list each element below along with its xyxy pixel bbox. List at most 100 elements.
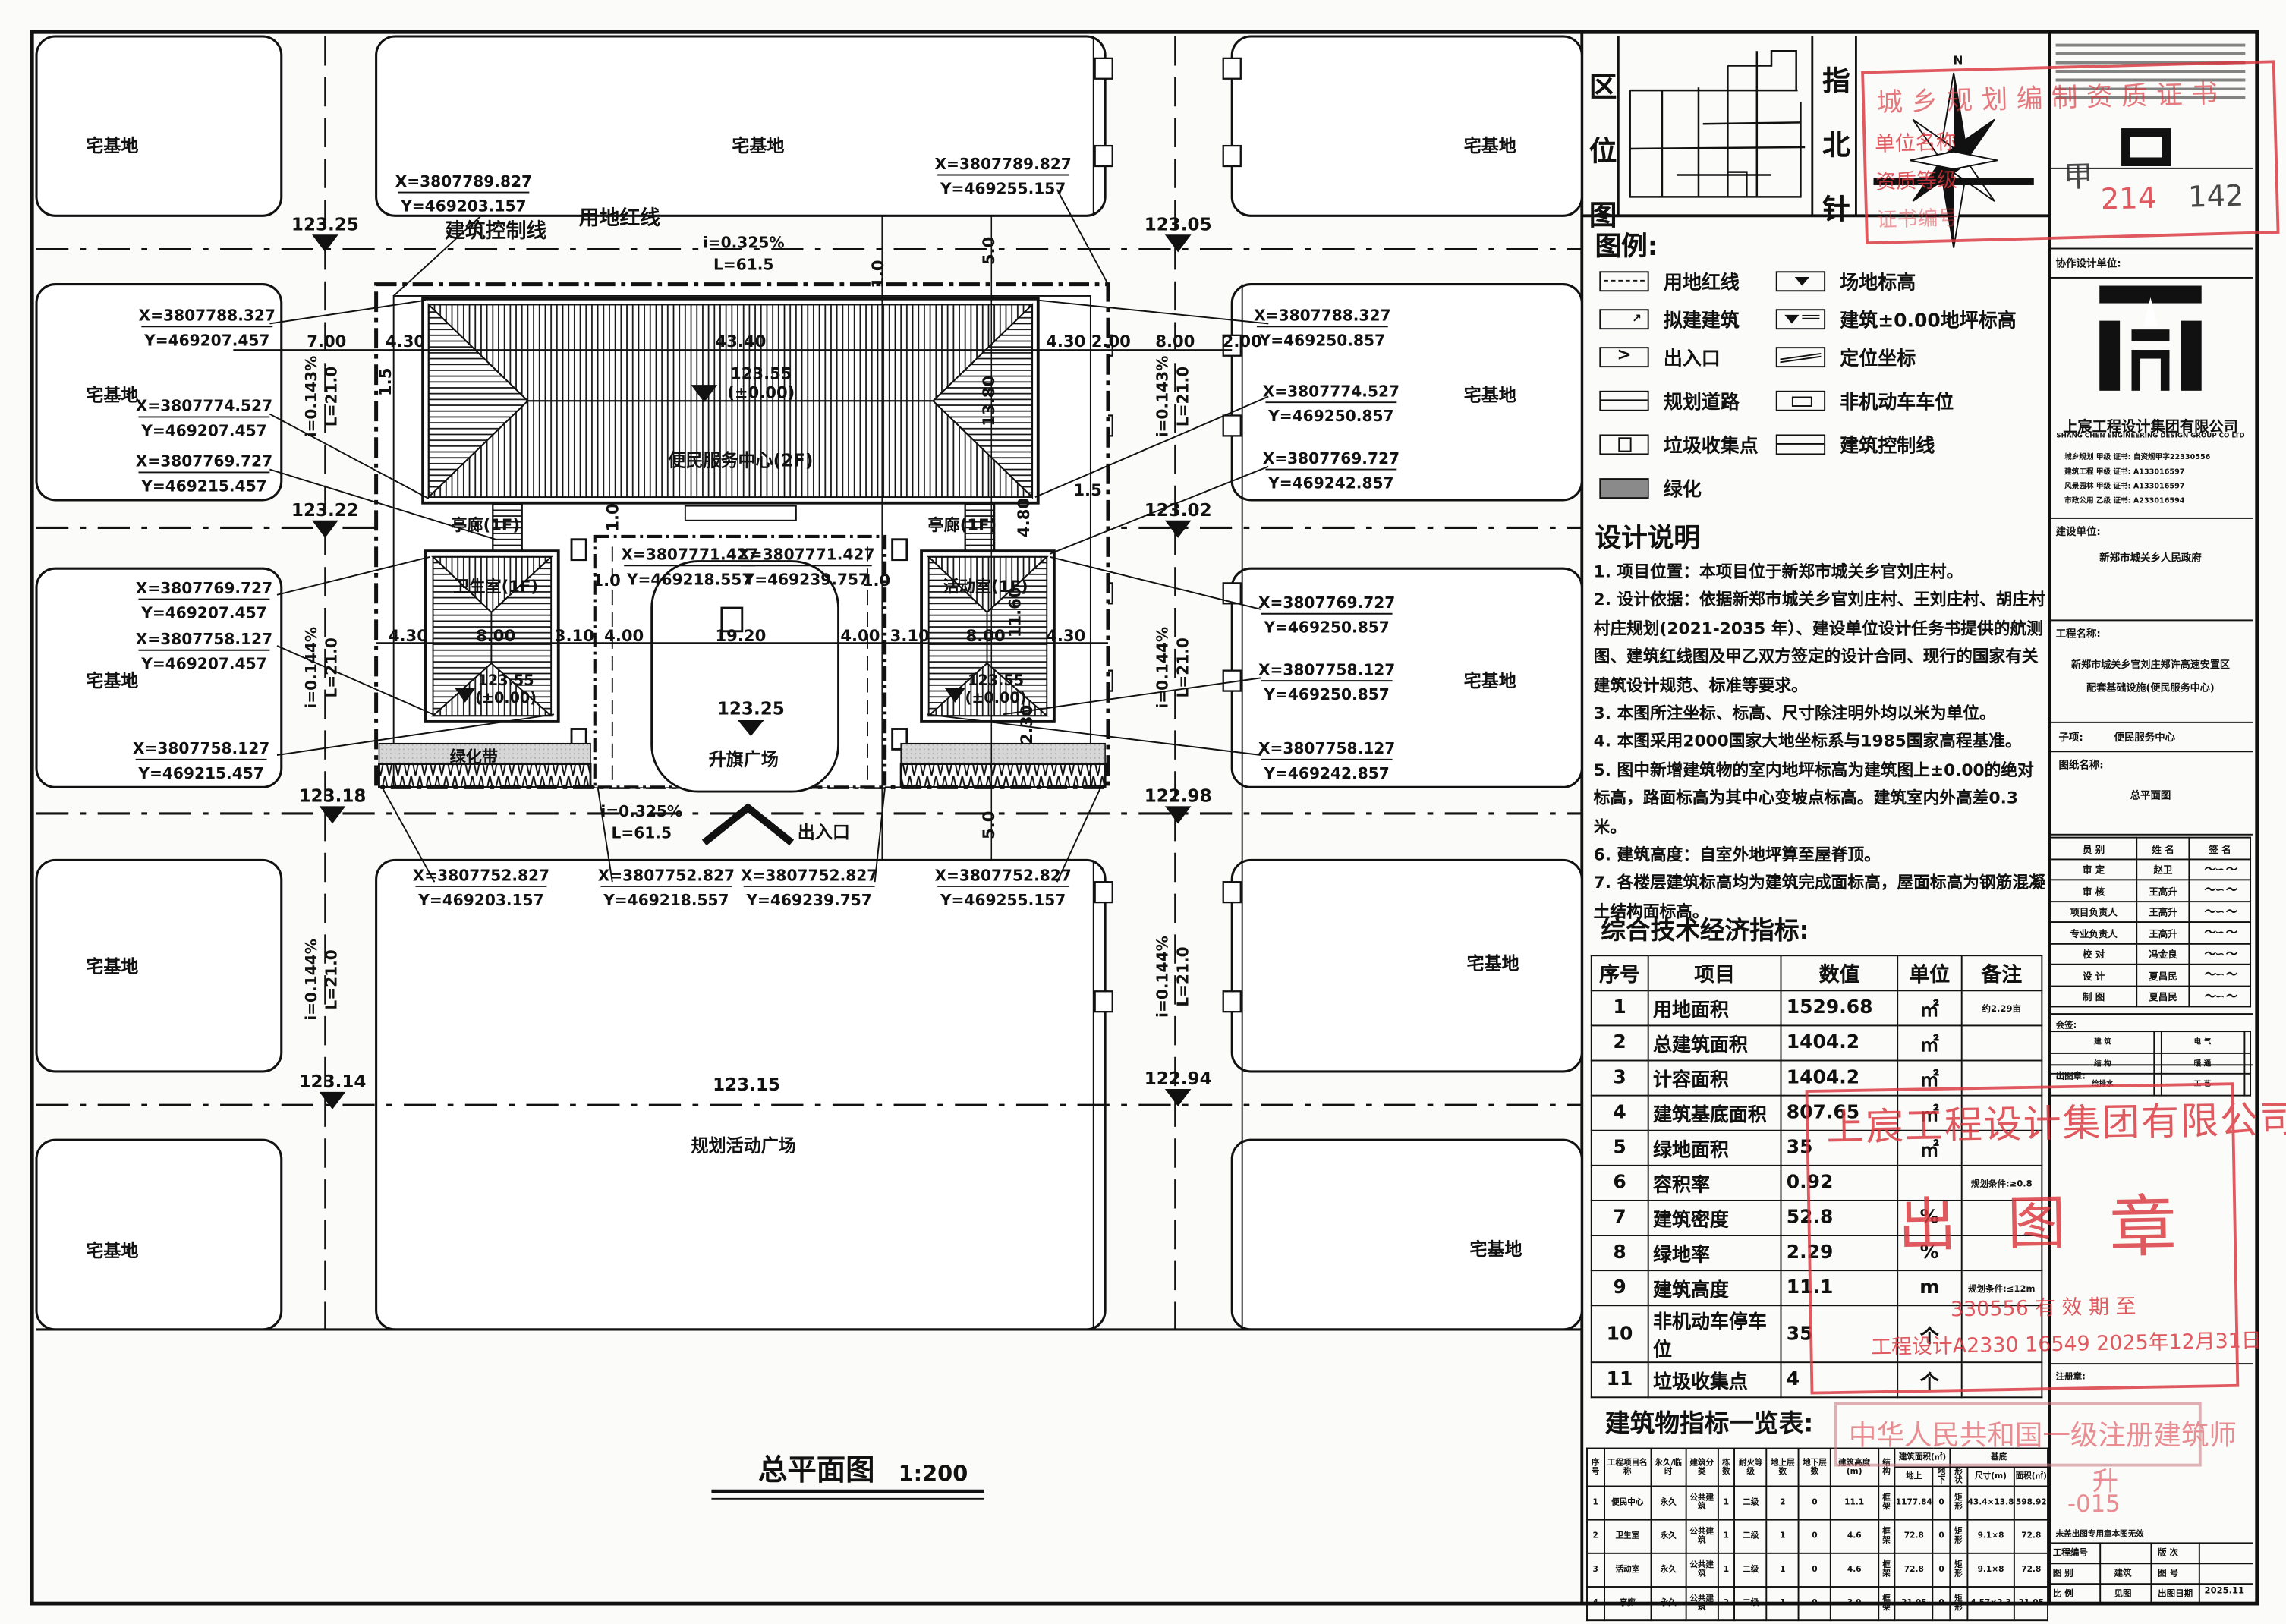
- table-cell: 1: [1717, 1519, 1736, 1554]
- table-cell: ㎡: [1897, 1024, 1963, 1062]
- coordinate-x: X=3807769.727: [1258, 593, 1395, 612]
- main-building: [421, 297, 1040, 505]
- table-cell: 公共建筑: [1685, 1519, 1719, 1554]
- column-header: 签 名: [2188, 836, 2252, 860]
- leader-line: [927, 713, 1261, 757]
- leader-line: [1038, 299, 1269, 325]
- north-arrow-icon: [1873, 72, 2034, 248]
- table-cell: 10: [1590, 1305, 1649, 1364]
- floor-elevation-icon: [944, 688, 965, 703]
- main-building-label: 便民服务中心(2F): [668, 451, 813, 471]
- table-cell: 1404.2: [1781, 1059, 1899, 1097]
- coordinate-x: X=3807789.827: [395, 172, 532, 190]
- table-cell: 72.8: [1894, 1519, 1934, 1554]
- table-cell: 公共建筑: [1685, 1586, 1719, 1622]
- coordinate-y: Y=469218.557: [603, 891, 729, 909]
- main-floor-relative: (±0.00): [727, 382, 795, 401]
- coordinate-x: X=3807769.727: [136, 579, 272, 597]
- coordinate-y: Y=469203.157: [417, 891, 543, 909]
- table-cell: 活动室: [1603, 1552, 1652, 1588]
- table-cell: 1: [1590, 990, 1649, 1027]
- company-name-en: SHANG CHEN ENGINEERING DESIGN GROUP CO L…: [2056, 433, 2245, 441]
- signature-row: 审 核王高升～∽～: [2049, 879, 2252, 902]
- table-cell: 807.65: [1781, 1094, 1899, 1131]
- column-header: 永久/临时: [1650, 1447, 1687, 1487]
- table-cell: 卫生室: [1603, 1519, 1652, 1554]
- table-cell: 计容面积: [1647, 1059, 1782, 1097]
- tech-indicators-title: 综合技术经济指标:: [1601, 917, 1809, 946]
- signature-row: 专业负责人王高升～∽～: [2049, 921, 2252, 944]
- table-cell: 建筑密度: [1647, 1199, 1782, 1237]
- column-header: 姓 名: [2136, 836, 2190, 860]
- table-cell: 72.8: [2014, 1519, 2048, 1554]
- activity-room-label: 活动室(1F): [943, 577, 1028, 596]
- clinic-label: 卫生室(1F): [453, 577, 538, 596]
- table-cell: 矩形: [1949, 1586, 1968, 1622]
- signature-icon: ～∽～: [2188, 858, 2252, 881]
- coordinate-x: X=3807752.827: [413, 866, 549, 884]
- register-seal-stamp: 中华人民共和国一级注册建筑师升-015: [1834, 1402, 2237, 1518]
- dimension-value: 5.0: [979, 811, 998, 839]
- coordinate-y: Y=469207.457: [140, 604, 266, 622]
- homestead-label: 宅基地: [1467, 953, 1519, 974]
- elevation-triangle-icon: [738, 719, 764, 737]
- trash-point-icon: [570, 538, 587, 562]
- control-line-label: 建筑控制线: [445, 219, 547, 243]
- table-cell: 矩形: [1949, 1519, 1968, 1554]
- building-indicators-title: 建筑物指标一览表:: [1605, 1409, 1814, 1440]
- table-cell: 9: [1590, 1270, 1649, 1307]
- clinic-floor-elevation: 123.55: [478, 672, 534, 689]
- role: 制 图: [2049, 984, 2138, 1008]
- person-name: 冯金良: [2136, 942, 2190, 965]
- countersign-label: 会签:: [2055, 1020, 2077, 1031]
- map-road: [1727, 49, 1797, 91]
- table-cell: [1960, 1024, 2043, 1062]
- coordinate-y: Y=469255.157: [940, 179, 1066, 197]
- qualification-line: 城乡规划 甲级 证书: 自资规甲字22330556: [2064, 453, 2211, 462]
- company-name: 上宸工程设计集团有限公司: [2063, 420, 2238, 436]
- building-outline-icon: ↗: [1599, 308, 1649, 329]
- stamp-text: 330556 有 效 期 至: [1950, 1295, 2136, 1323]
- slope-length: L=21.0: [323, 367, 341, 426]
- land-block: [35, 1138, 283, 1331]
- signature-icon: ～∽～: [2188, 900, 2252, 923]
- table-cell: 2: [1717, 1586, 1736, 1622]
- bike-parking-icon: [1222, 414, 1242, 437]
- signature-icon: ～∽～: [2188, 984, 2252, 1008]
- dimension-value: 4.80: [1014, 498, 1033, 537]
- legend-label: 用地红线: [1663, 272, 1740, 295]
- table-cell: 4: [1590, 1094, 1649, 1131]
- stamp-text: 证书编号: [1876, 206, 1959, 233]
- dimension-value: 1.0: [862, 571, 890, 590]
- dimension-value: 8.00: [1155, 332, 1195, 351]
- dimension-value: 4.30: [389, 626, 428, 645]
- dimension-value: 4.30: [1046, 332, 1085, 351]
- table-cell: 容积率: [1647, 1164, 1782, 1201]
- table-cell: %: [1897, 1235, 1963, 1272]
- table-cell: 2: [1765, 1485, 1800, 1521]
- pavilion: [492, 502, 523, 552]
- stamp-text: -015: [2067, 1490, 2121, 1518]
- table-cell: 5: [1590, 1129, 1649, 1166]
- slope-length: L=21.0: [1174, 637, 1192, 697]
- legend-item: 建筑控制线: [1775, 430, 1935, 458]
- dimension-value: 43.40: [715, 332, 766, 351]
- pavilion-label: 亭廊(1F): [451, 515, 520, 534]
- table-cell: 4.6: [1830, 1552, 1879, 1588]
- table-cell: 公共建筑: [1685, 1485, 1719, 1521]
- column-header: 建筑高度(m): [1830, 1447, 1879, 1487]
- land-block: [35, 858, 283, 1073]
- coordinate-y: Y=469250.857: [1263, 618, 1389, 637]
- north-label: N: [1953, 54, 1963, 68]
- title-block-divider: [2048, 167, 2253, 169]
- location-map: [1629, 49, 1806, 198]
- leader-line: [1056, 189, 1109, 285]
- dimension-value: 2.00: [1223, 332, 1262, 351]
- entrance-arrow-icon: >: [1599, 343, 1649, 367]
- elevation-triangle-icon: [1164, 520, 1192, 538]
